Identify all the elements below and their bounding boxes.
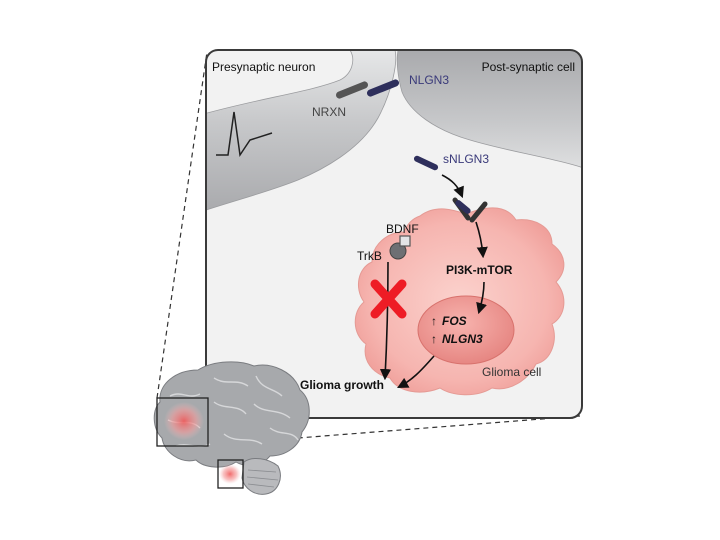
pi3k-mtor-label: PI3K-mTOR <box>446 263 513 277</box>
snlgn3-label: sNLGN3 <box>443 152 489 166</box>
arrow-trkb-to-growth <box>379 261 392 381</box>
zoom-panel <box>205 49 583 419</box>
arrow-receptor-to-pi3k <box>475 221 488 259</box>
action-potential-icon <box>216 111 273 158</box>
zoom-box-cortex <box>156 397 209 447</box>
trkb-receptor-icon <box>389 242 407 260</box>
snlgn3-receptor <box>452 197 488 223</box>
nlgn3-gene-up-arrow: ↑ <box>431 332 437 346</box>
cerebellum <box>241 458 281 495</box>
bdnf-label: BDNF <box>386 222 419 236</box>
nlgn3-label: NLGN3 <box>409 73 449 87</box>
glioma-growth-label: Glioma growth <box>300 378 384 392</box>
arrow-snlgn3-to-receptor <box>441 174 464 199</box>
brain-outline <box>153 361 310 468</box>
zoom-line-bottom <box>207 415 581 446</box>
postsynaptic-cell-label: Post-synaptic cell <box>482 60 575 74</box>
glioma-cell-label: Glioma cell <box>482 365 541 379</box>
nrxn-label: NRXN <box>312 105 346 119</box>
zoom-line-top <box>156 51 208 399</box>
tumor-spot-cortex <box>164 402 204 440</box>
arrow-nucleus-to-growth <box>397 355 435 389</box>
presynaptic-neuron-label: Presynaptic neuron <box>212 60 315 74</box>
nlgn3-gene-label: NLGN3 <box>442 332 483 346</box>
zoom-box-brainstem <box>217 459 244 489</box>
nlgn3-protein <box>366 79 400 97</box>
nrxn-protein <box>335 81 369 99</box>
trkb-label: TrkB <box>357 249 382 263</box>
brain-illustration <box>153 361 310 495</box>
bdnf-ligand-icon <box>399 235 411 247</box>
fos-up-arrow: ↑ <box>431 314 437 328</box>
fos-label: FOS <box>442 314 467 328</box>
red-x-icon <box>370 279 407 319</box>
tumor-spot-brainstem <box>219 464 241 484</box>
nucleus-shape <box>417 295 515 365</box>
postsynaptic-cell-shape <box>396 50 582 171</box>
arrow-pi3k-to-nucleus <box>476 281 487 315</box>
snlgn3-protein <box>413 155 439 171</box>
